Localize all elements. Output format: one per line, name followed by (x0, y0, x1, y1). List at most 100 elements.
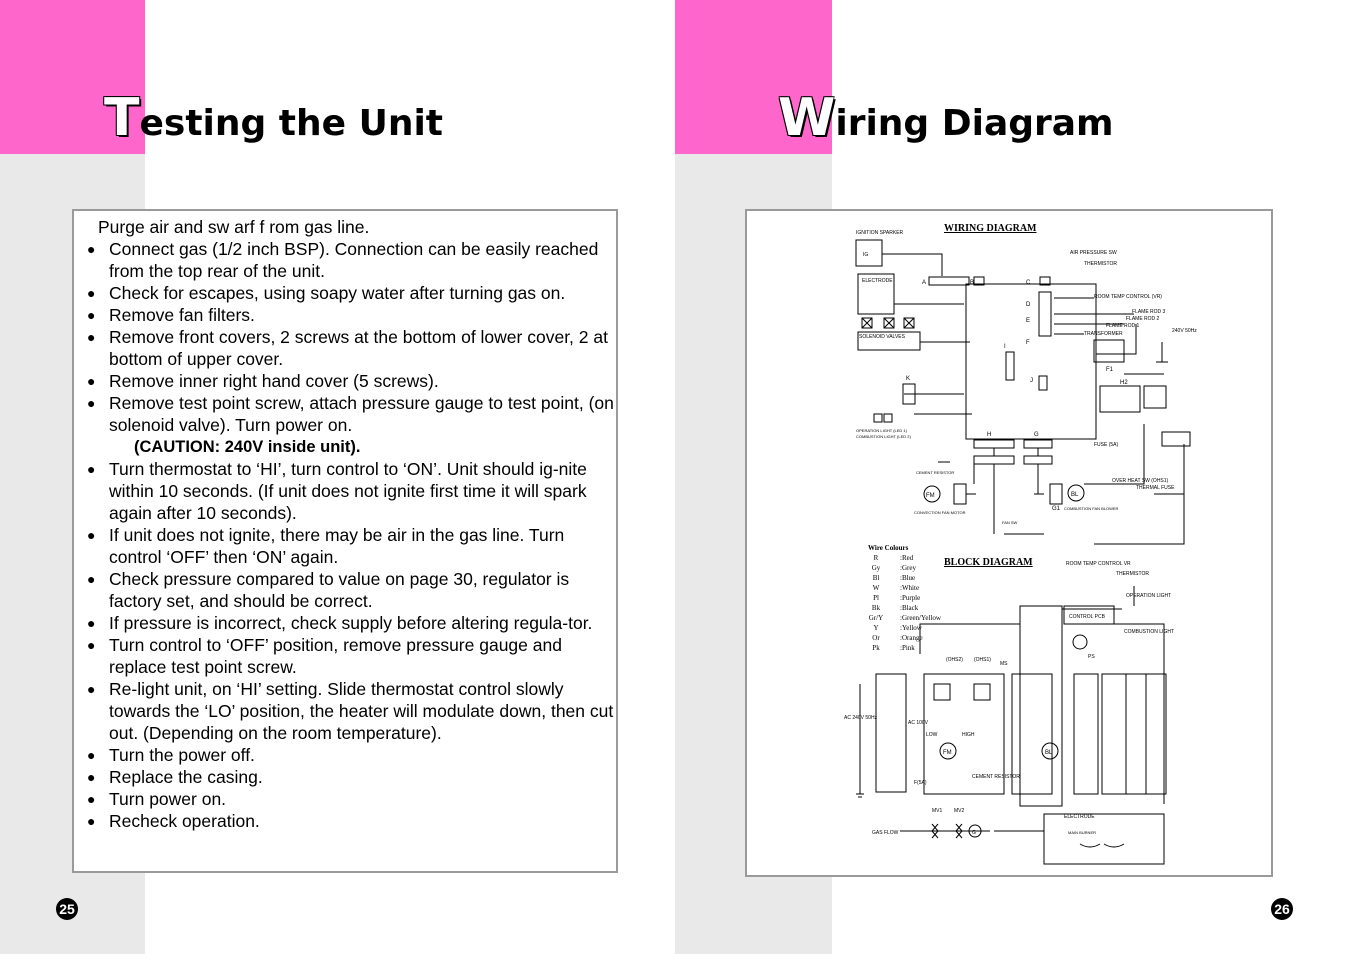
label-ps: PS (1088, 654, 1095, 660)
wire-name: :Red (900, 554, 914, 562)
label-transformer: TRANSFORMER (1084, 331, 1123, 337)
bullet-icon: ● (87, 395, 96, 411)
wire-name: :Pink (900, 644, 915, 652)
svg-text:IG: IG (863, 252, 868, 258)
label-thermistor: THERMISTOR (1084, 261, 1117, 267)
wire-name: :Green/Yellow (900, 614, 942, 622)
title-initial: T (104, 88, 140, 148)
wire-name: :Yellow (900, 624, 923, 632)
bullet-icon: ● (87, 241, 96, 257)
wire-name: :Black (900, 604, 919, 612)
testing-instructions-box: Purge air and sw arf f rom gas line. ●Co… (72, 209, 618, 873)
label-fan-sw: FAN SW (1002, 520, 1018, 525)
label-comb-fan: COMBUSTION FAN BLOWER (1064, 506, 1119, 511)
wire-code: Pl (873, 594, 879, 602)
bullet-icon: ● (87, 527, 96, 543)
label-low: LOW (926, 732, 938, 738)
wire-code: R (874, 554, 879, 562)
label-block-fm: FM (943, 750, 952, 756)
block-title: BLOCK DIAGRAM (944, 557, 1033, 568)
bullet-icon: ● (87, 637, 96, 653)
wire-name: :Purple (900, 594, 920, 602)
label-high: HIGH (962, 732, 975, 738)
bullet-icon: ● (87, 615, 96, 631)
bullet-icon: ● (87, 461, 96, 477)
wire-name: :Grey (900, 564, 916, 572)
bullet-icon: ● (87, 769, 96, 785)
svg-text:F1: F1 (1106, 367, 1114, 373)
list-item: ●Remove fan filters. (87, 305, 255, 325)
label-control-pcb: CONTROL PCB (1069, 614, 1106, 620)
label-solenoid: SOLENOID VALVES (859, 334, 906, 340)
wiring-title: WIRING DIAGRAM (944, 223, 1037, 234)
bullet-icon: ● (87, 791, 96, 807)
svg-text:H: H (987, 432, 991, 438)
wire-code: Or (872, 634, 880, 642)
svg-text:C: C (1026, 280, 1031, 286)
label-air-pressure: AIR PRESSURE SW (1070, 250, 1117, 256)
label-ignition: IGNITION SPARKER (856, 230, 904, 236)
label-conv-fan: CONVECTION FAN MOTOR (914, 510, 966, 515)
svg-text:H2: H2 (1120, 380, 1128, 386)
wire-name: :Blue (900, 574, 915, 582)
wire-code: Bk (872, 604, 881, 612)
wire-code: Gy (872, 564, 881, 572)
label-flame-rod2: FLAME ROD 2 (1126, 316, 1160, 322)
label-block-op-light: OPERATION LIGHT (1126, 593, 1171, 599)
label-comb-light: COMBUSTION LIGHT (LED 2) (856, 434, 911, 439)
label-room-temp: ROOM TEMP CONTROL (VR) (1094, 294, 1162, 300)
testing-steps-list: ●Connect gas (1/2 inch BSP). Connection … (74, 238, 618, 832)
svg-text:G1: G1 (1052, 506, 1061, 512)
list-item: ●Turn thermostat to ‘HI’, turn control t… (87, 459, 587, 523)
list-item: ●Recheck operation. (87, 811, 260, 831)
svg-text:F(5A): F(5A) (914, 780, 927, 786)
label-bl: BL (1071, 492, 1079, 498)
wire-code: Y (873, 624, 878, 632)
page-title-wiring: Wiring Diagram (778, 88, 1114, 148)
list-item: ●Check for escapes, using soapy water af… (87, 283, 566, 303)
wire-colour-legend: R:Red Gy:Grey Bl:Blue W:White Pl:Purple … (869, 554, 942, 652)
label-op-light: OPERATION LIGHT (LED 1) (856, 428, 908, 433)
wire-code: W (873, 584, 880, 592)
label-ac240: AC 240V 50Hz (844, 715, 878, 721)
svg-text:I: I (1004, 344, 1006, 350)
wire-name: :Orange (900, 634, 923, 642)
label-ac100: AC 100V (908, 720, 929, 726)
label-electrode: ELECTRODE (862, 278, 893, 284)
list-item: ●Remove test point screw, attach pressur… (87, 393, 614, 456)
svg-text:ROOM TEMP CONTROL VR: ROOM TEMP CONTROL VR (1066, 561, 1131, 567)
label-block-bl: BL (1045, 750, 1053, 756)
right-title-accent (675, 0, 832, 154)
svg-text:E: E (1026, 318, 1030, 324)
svg-text:G: G (1034, 432, 1039, 438)
svg-text:A: A (922, 280, 926, 286)
svg-text:(OHS1): (OHS1) (974, 657, 991, 663)
label-thermal-fuse: THERMAL FUSE (1136, 485, 1175, 491)
svg-text:(OHS2): (OHS2) (946, 657, 963, 663)
bullet-icon: ● (87, 813, 96, 829)
page-title-testing: Testing the Unit (104, 88, 443, 148)
label-main-burner: MAIN BURNER (1068, 830, 1096, 835)
bullet-icon: ● (87, 571, 96, 587)
list-item: ●Replace the casing. (87, 767, 263, 787)
list-item: ●Turn power on. (87, 789, 227, 809)
page-number-right: 26 (1271, 898, 1293, 920)
label-ms: MS (1000, 661, 1008, 667)
list-item: ●Turn control to ‘OFF’ position, remove … (87, 635, 562, 677)
bullet-icon: ● (87, 285, 96, 301)
bullet-icon: ● (87, 373, 96, 389)
wiring-diagram: WIRING DIAGRAM IGNITION SPARKER IG ELECT… (844, 223, 1197, 865)
left-title-accent (0, 0, 145, 154)
label-fuse: FUSE (5A) (1094, 442, 1119, 448)
wiring-diagram-box: WIRING DIAGRAM IGNITION SPARKER IG ELECT… (745, 209, 1273, 877)
title-text: esting the Unit (139, 103, 444, 144)
wire-code: Gr/Y (869, 614, 883, 622)
list-item: ●Remove front covers, 2 screws at the bo… (87, 327, 608, 369)
bullet-icon: ● (87, 681, 96, 697)
title-text: iring Diagram (835, 103, 1114, 144)
label-block-thermistor: THERMISTOR (1116, 571, 1149, 577)
bullet-icon: ● (87, 329, 96, 345)
svg-text:B: B (970, 280, 974, 286)
wire-code: Pk (872, 644, 880, 652)
svg-text:G: G (972, 830, 976, 836)
